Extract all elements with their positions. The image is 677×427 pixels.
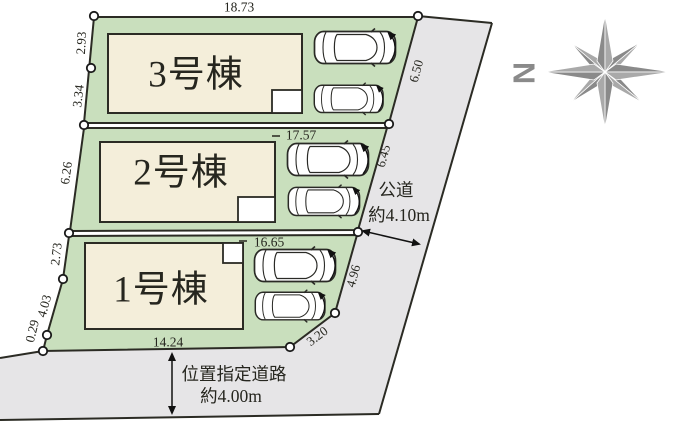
building-3-entry-notch [271,89,303,114]
building-3-label: 3号棟 [148,55,244,96]
dim-left-5: 4.03 [34,293,55,319]
boundary-vertex [88,10,100,22]
dim-left-2: 3.34 [69,83,87,108]
car-icon [288,185,359,218]
compass-rose-icon [542,13,672,130]
car-icon [315,29,396,67]
boundary-extension-line [0,350,44,359]
building-1 [84,242,244,330]
dim-right-1: 6.50 [406,58,426,84]
dim-lot1-frontage: 16.65 [254,235,285,250]
boundary-vertex [383,118,395,130]
road-south-bottom-edge [0,413,380,421]
boundary-vertex [352,226,364,238]
boundary-vertex [63,227,75,239]
east-road-width: 約4.10m [368,205,430,225]
east-road-width-arrow [361,228,421,247]
south-road-width: 約4.00m [200,386,262,406]
dim-right-3: 4.96 [343,263,364,289]
compass-north-label: N [507,62,542,84]
boundary-vertex [41,329,53,341]
building-3 [107,33,303,114]
road-east-top-edge [417,15,493,24]
dim-left-4: 2.73 [47,242,65,266]
dim-left-3: 6.26 [57,160,75,185]
dim-bottom-frontage: 14.24 [153,335,184,350]
boundary-vertex [85,62,97,74]
car-icon [255,290,325,323]
dim-left-6: 0.29 [22,318,42,344]
building-1-entry-notch [222,242,244,264]
east-road-name: 公道 [379,180,414,200]
car-icon [314,83,383,115]
boundary-vertex [78,119,90,131]
south-road-name: 位置指定道路 [182,364,287,384]
boundary-vertex [57,273,69,285]
building-2-label: 2号棟 [133,153,229,194]
dim-top-frontage: 18.73 [224,0,255,15]
building-2-entry-notch [237,196,276,223]
boundary-vertices [37,10,424,357]
boundary-vertex [284,341,296,353]
car-icon [288,141,369,179]
boundary-vertex [37,345,49,357]
dim-right-2: 6.45 [373,143,394,169]
building-1-label: 1号棟 [113,270,209,311]
road-east-right-edge [378,22,493,415]
road-surface [0,16,492,420]
building-2 [99,141,276,223]
car-icon [255,247,336,285]
dim-lot2-frontage: 17.57 [286,128,317,143]
boundary-vertex [329,307,341,319]
dim-left-1: 2.93 [73,31,89,55]
boundary-vertex [412,10,424,22]
